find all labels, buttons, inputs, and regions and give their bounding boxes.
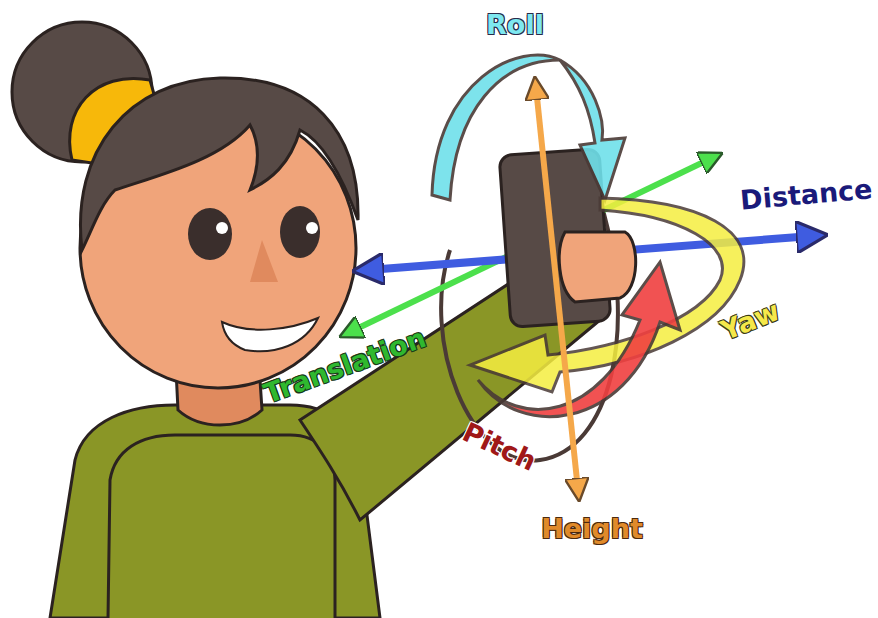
pitch-label: Pitch [459, 417, 540, 474]
height-label: Height [541, 515, 643, 542]
distance-label: Distance [739, 175, 873, 213]
roll-label: Roll [486, 11, 544, 38]
